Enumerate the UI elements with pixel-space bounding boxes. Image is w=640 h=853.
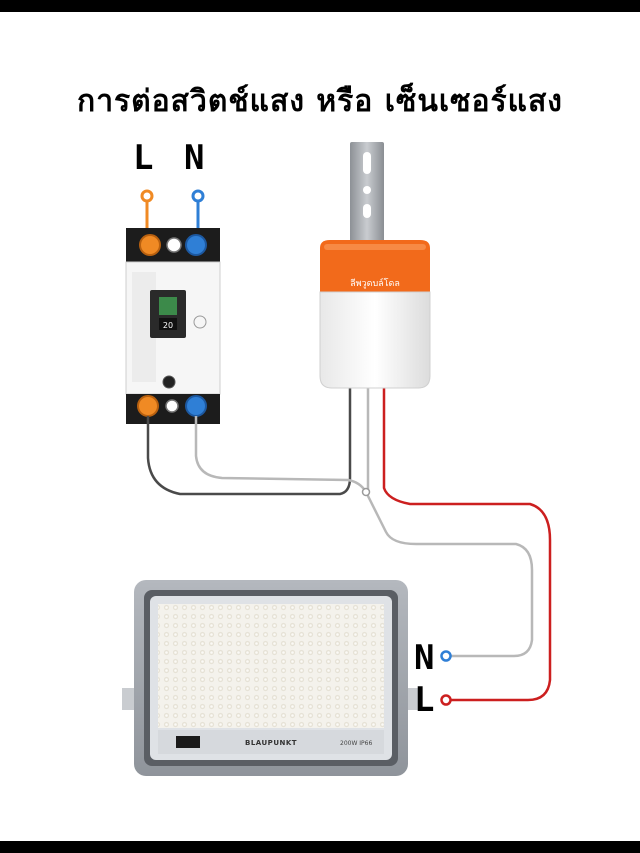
sensor-body <box>319 291 431 389</box>
breaker-test-button <box>162 375 176 389</box>
breaker-bottom-screw-l <box>137 395 159 417</box>
sensor-cap <box>320 240 430 292</box>
circuit-breaker: 20 <box>125 228 221 424</box>
lamp-brand-label: BLAUPUNKT <box>245 739 297 747</box>
photo-sensor: ลีพวูดบล์โดล <box>319 142 431 389</box>
load-wiring <box>146 388 552 706</box>
wire-junction-neutral-to-lamp <box>364 491 534 658</box>
sensor-mounting-bracket <box>350 142 384 252</box>
breaker-terminal-l-label: L <box>133 138 154 178</box>
sensor-brand-label: ลีพวูดบล์โดล <box>350 277 400 289</box>
breaker-certification-mark <box>193 315 207 329</box>
lamp-model-label: 200W IP66 <box>340 740 372 747</box>
sensor-bracket-slot-top <box>363 152 371 174</box>
lamp-mount-bracket-left <box>122 688 136 710</box>
breaker-rating-plate <box>159 318 177 330</box>
sensor-bracket-slot-bottom <box>363 204 371 218</box>
supply-neutral-ring <box>191 189 205 203</box>
diagram-title: การต่อสวิตช์แสง หรือ เซ็นเซอร์แสง <box>77 84 563 119</box>
lamp-terminal-l-ring <box>440 694 452 706</box>
breaker-top-screw-l <box>139 234 161 256</box>
sensor-cap-highlight <box>324 244 426 250</box>
breaker-handle <box>159 297 177 315</box>
wire-breaker-neutral-to-junction <box>194 416 368 493</box>
wire-sensor-live-to-lamp <box>382 388 552 702</box>
breaker-rating: 20 <box>163 321 173 330</box>
lamp-terminal-n-label: N <box>414 638 435 678</box>
supply-live-ring <box>140 189 154 203</box>
breaker-bottom-screw-mid <box>165 399 179 413</box>
led-floodlight: BLAUPUNKT 200W IP66 <box>122 580 418 776</box>
sensor-bracket-hole <box>363 186 371 194</box>
breaker-top-screw-n <box>185 234 207 256</box>
breaker-top-screw-mid <box>166 237 182 253</box>
lamp-terminal-l-label: L <box>414 680 435 720</box>
bottom-border-band <box>0 841 640 853</box>
lamp-led-array <box>158 604 384 728</box>
lamp-status-window <box>176 736 200 748</box>
wire-breaker-live-to-sensor <box>146 388 352 496</box>
top-border-band <box>0 0 640 12</box>
wire-junction-point <box>361 487 371 497</box>
lamp-terminal-n-ring <box>440 650 452 662</box>
breaker-terminal-n-label: N <box>184 138 205 178</box>
breaker-bottom-screw-n <box>185 395 207 417</box>
